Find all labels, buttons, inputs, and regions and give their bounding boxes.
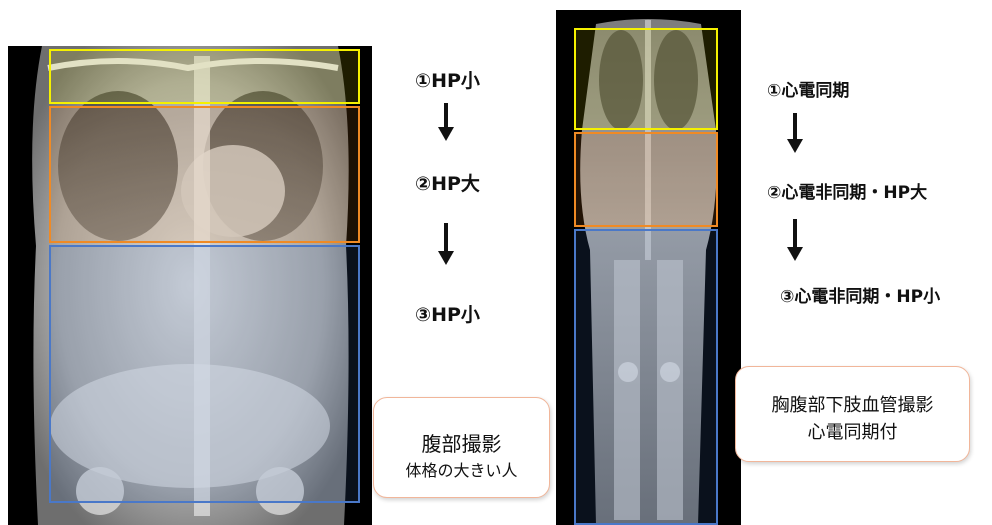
left-step-2: ②HP大: [415, 169, 480, 196]
right-note-box: 胸腹部下肢血管撮影 心電同期付: [735, 366, 970, 462]
full-body-xray-image: [556, 10, 741, 525]
down-arrow-icon: [787, 113, 803, 153]
right-note-subtitle: 心電同期付: [736, 418, 969, 444]
down-arrow-icon: [438, 223, 454, 265]
down-arrow-icon: [787, 219, 803, 261]
right-step-2: ②心電非同期・HP大: [767, 178, 927, 203]
region-1-box: [49, 49, 360, 104]
right-step-3: ③心電非同期・HP小: [780, 282, 940, 307]
region-2-box: [574, 132, 718, 227]
left-step-1: ①HP小: [415, 66, 480, 93]
abdominal-xray-image: [8, 46, 372, 525]
region-3-box: [574, 229, 718, 525]
right-step-1: ①心電同期: [767, 76, 849, 101]
left-note-box: 腹部撮影 体格の大きい人: [373, 397, 550, 498]
left-step-3: ③HP小: [415, 300, 480, 327]
region-1-box: [574, 28, 718, 130]
left-note-title: 腹部撮影: [374, 428, 549, 457]
region-2-box: [49, 106, 360, 243]
right-note-title: 胸腹部下肢血管撮影: [736, 391, 969, 417]
left-note-subtitle: 体格の大きい人: [374, 457, 549, 481]
down-arrow-icon: [438, 103, 454, 141]
region-3-box: [49, 245, 360, 503]
